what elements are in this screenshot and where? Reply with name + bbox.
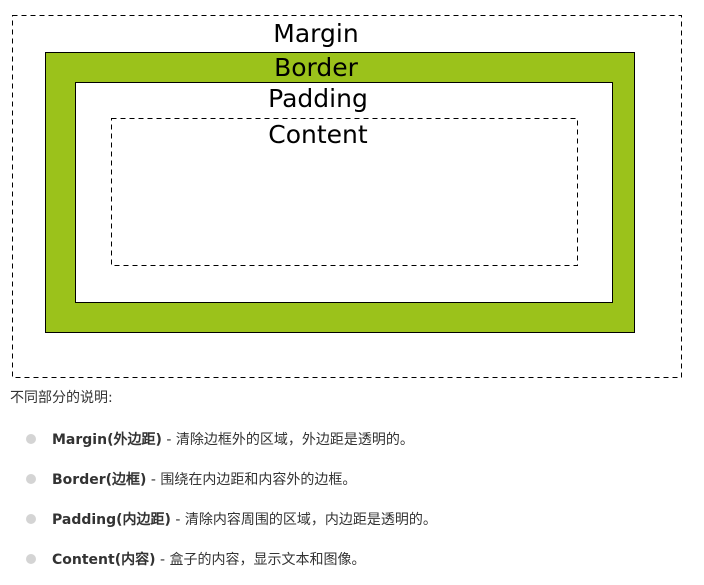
desc-border: - 围绕在内边距和内容外的边框。 [146,472,357,488]
padding-area [75,82,613,303]
content-label: Content [268,120,368,149]
list-item-text: Border(边框) - 围绕在内边距和内容外的边框。 [52,469,356,491]
list-item-border: Border(边框) - 围绕在内边距和内容外的边框。 [0,469,680,491]
term-margin: Margin(外边距) [52,432,162,448]
list-item-text: Margin(外边距) - 清除边框外的区域，外边距是透明的。 [52,429,414,451]
list-item-text: Padding(内边距) - 清除内容周围的区域，内边距是透明的。 [52,509,437,531]
term-content: Content(内容) [52,552,156,568]
list-item-content: Content(内容) - 盒子的内容，显示文本和图像。 [0,549,680,571]
padding-label: Padding [268,84,368,113]
box-model-diagram: Margin Border Padding Content [12,15,682,378]
term-border: Border(边框) [52,472,147,488]
list-item-margin: Margin(外边距) - 清除边框外的区域，外边距是透明的。 [0,429,680,451]
bullet-icon [26,554,36,564]
description-intro: 不同部分的说明: [10,390,113,406]
border-label: Border [274,53,359,82]
bullet-icon [26,514,36,524]
desc-content: - 盒子的内容，显示文本和图像。 [155,552,366,568]
desc-padding: - 清除内容周围的区域，内边距是透明的。 [170,512,437,528]
margin-area [12,15,682,378]
content-area [111,118,578,266]
bullet-icon [26,474,36,484]
list-item-padding: Padding(内边距) - 清除内容周围的区域，内边距是透明的。 [0,509,680,531]
list-item-text: Content(内容) - 盒子的内容，显示文本和图像。 [52,549,365,571]
bullet-icon [26,434,36,444]
desc-margin: - 清除边框外的区域，外边距是透明的。 [161,432,414,448]
margin-label: Margin [273,19,358,48]
term-padding: Padding(内边距) [52,512,171,528]
